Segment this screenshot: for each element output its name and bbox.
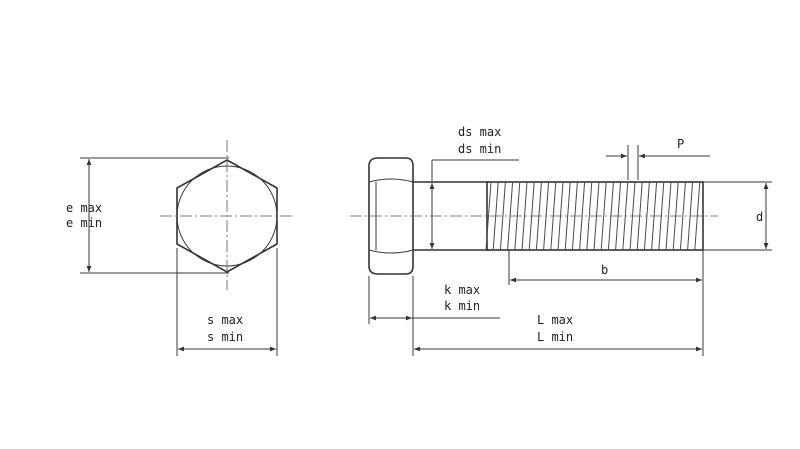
thread-line — [579, 181, 586, 251]
s-max-label: s max — [207, 313, 243, 327]
L-min-label: L min — [537, 330, 573, 344]
head-chamfer-upper — [368, 178, 414, 183]
b-label: b — [601, 263, 608, 277]
L-max-label: L max — [537, 313, 573, 327]
thread-line — [499, 181, 506, 251]
thread-line — [521, 181, 528, 251]
bolt-head-outline — [368, 157, 414, 275]
d-label: d — [756, 210, 763, 224]
thread-line — [485, 181, 492, 251]
ds-min-label: ds min — [458, 142, 501, 156]
e-min-label: e min — [66, 216, 102, 230]
thread-line — [679, 181, 686, 251]
p-label: P — [677, 137, 684, 151]
ds-max-label: ds max — [458, 125, 501, 139]
head-chamfer-lower — [368, 249, 414, 254]
s-min-label: s min — [207, 330, 243, 344]
thread-lines — [485, 181, 701, 251]
head-front-view: e max e min s max s min — [66, 140, 294, 356]
thread-line — [564, 181, 571, 251]
thread-line — [586, 181, 593, 251]
e-max-label: e max — [66, 201, 102, 215]
thread-line — [665, 181, 672, 251]
thread-line — [600, 181, 607, 251]
bolt-side-view: ds max ds min P d b k max k min L max L … — [350, 125, 772, 356]
k-min-label: k min — [444, 299, 480, 313]
k-max-label: k max — [444, 283, 480, 297]
